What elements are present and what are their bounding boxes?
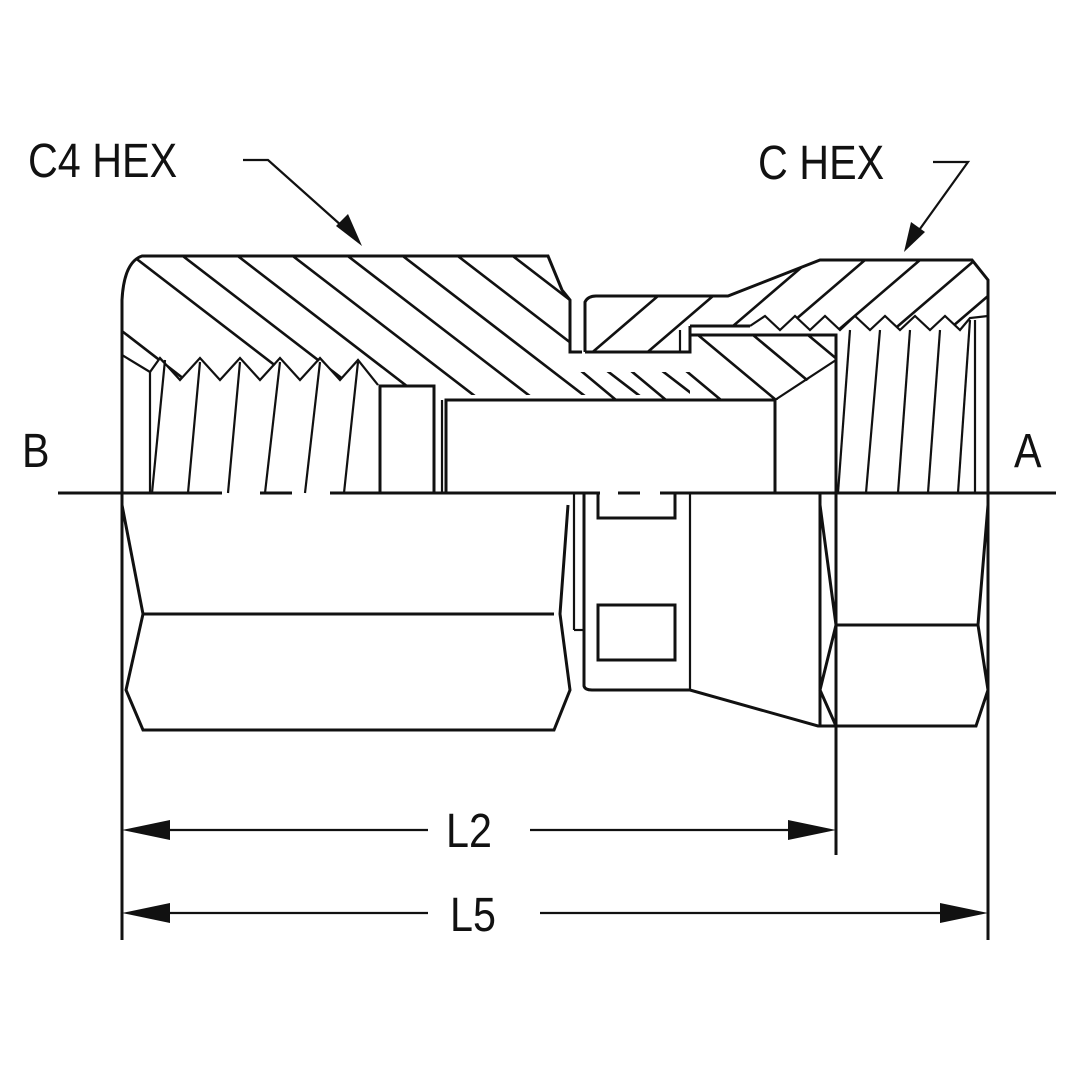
dimension-l5	[122, 903, 988, 923]
c4-hex-exterior	[120, 493, 584, 940]
c-hex-nut-exterior	[582, 493, 836, 728]
c4-hex-body-section	[120, 254, 777, 495]
c-hex-exterior-right	[818, 493, 990, 940]
dimension-l2	[122, 820, 836, 840]
c-hex-leader	[904, 160, 971, 252]
dimension-l2-label: L2	[446, 805, 492, 858]
c4-hex-leader	[243, 158, 362, 246]
thread-lines-b	[148, 359, 360, 494]
end-b-label: B	[22, 425, 50, 478]
thread-lines-a	[836, 319, 977, 494]
c4-hex-label: C4 HEX	[28, 135, 178, 188]
dimension-l5-label: L5	[450, 889, 496, 942]
swivel-body-section	[519, 319, 977, 494]
c-hex-label: C HEX	[758, 137, 885, 190]
end-a-label: A	[1014, 425, 1042, 478]
